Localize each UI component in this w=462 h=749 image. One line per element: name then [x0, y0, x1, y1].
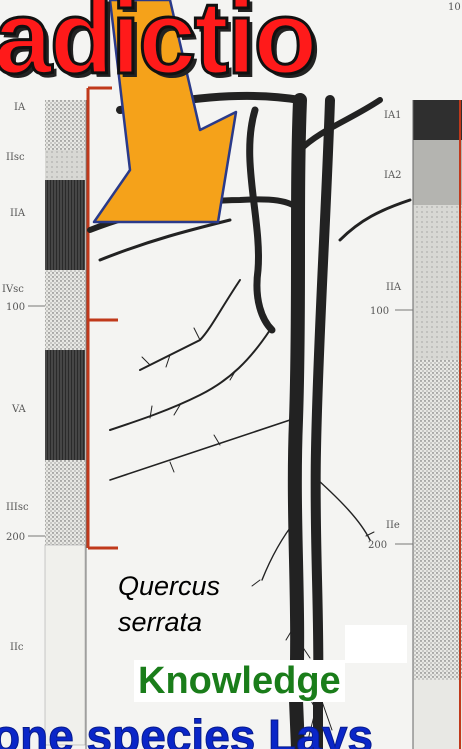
- left-soil-column: [45, 100, 86, 749]
- depth-tick-label: 100: [6, 302, 25, 313]
- species-label: Quercus serrata: [118, 568, 220, 640]
- horizon-label: IIA: [386, 282, 402, 293]
- caption-knowledge: Knowledge: [134, 660, 345, 702]
- horizon-label: IVsc: [2, 284, 24, 295]
- species-epithet: serrata: [118, 604, 220, 640]
- horizon-label: IIe: [386, 520, 400, 531]
- slide-title-fragment: adictio: [0, 0, 315, 90]
- horizon-label: IIsc: [6, 152, 25, 163]
- depth-tick-label: 10: [448, 2, 461, 13]
- right-soil-column: [413, 100, 462, 749]
- bottom-text-fragment: one species Lays: [0, 710, 373, 749]
- horizon-label: IIA: [10, 208, 26, 219]
- horizon-label: IIc: [10, 642, 24, 653]
- horizon-label: IA2: [384, 170, 402, 181]
- white-box: [345, 625, 407, 663]
- horizon-label: IA: [14, 102, 26, 113]
- depth-tick-label: 200: [368, 540, 387, 551]
- depth-tick-label: 200: [6, 532, 25, 543]
- depth-tick-label: 100: [370, 306, 389, 317]
- horizon-label: VA: [11, 404, 27, 415]
- left-horizon-labels: IA IIsc IIA IVsc VA IIIsc IIc 100 200: [2, 102, 29, 653]
- horizon-label: IA1: [384, 110, 402, 121]
- species-genus: Quercus: [118, 568, 220, 604]
- horizon-label: IIIsc: [6, 502, 29, 513]
